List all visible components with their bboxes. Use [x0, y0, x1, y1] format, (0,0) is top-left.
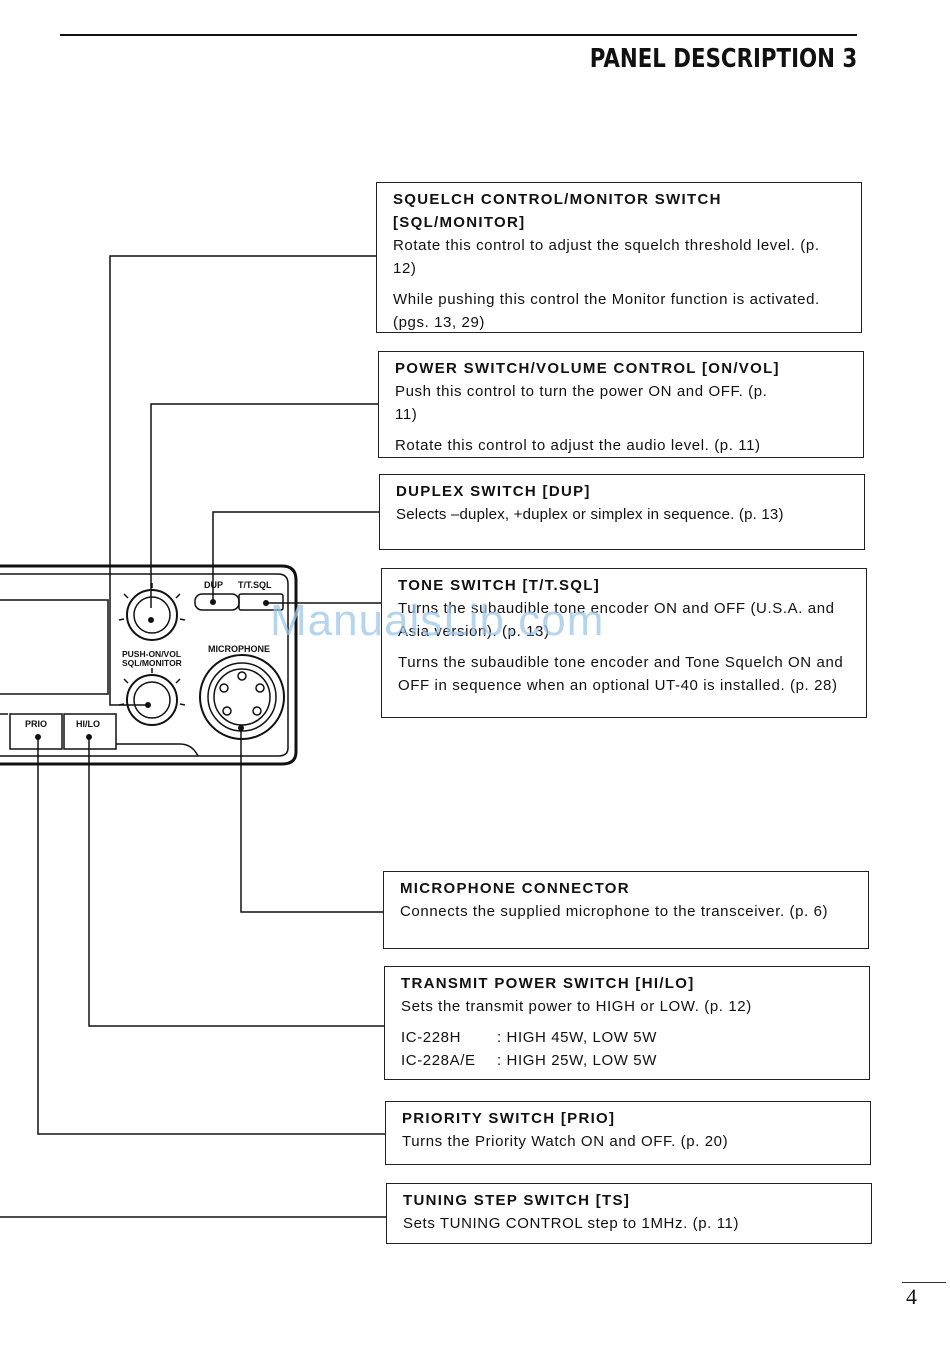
squelch-box: SQUELCH CONTROL/MONITOR SWITCH [SQL/MONI… [376, 182, 862, 333]
spec-row: IC-228H : HIGH 45W, LOW 5W [401, 1026, 855, 1049]
hilo-button-label: HI/LO [76, 719, 100, 729]
sql-monitor-label: SQL/MONITOR [122, 658, 182, 668]
dup-label: DUP [204, 580, 224, 590]
microphone-label: MICROPHONE [208, 644, 271, 654]
tuning-box: TUNING STEP SWITCH [TS] Sets TUNING CONT… [386, 1183, 872, 1244]
watermark: ManualsLib.com [270, 596, 605, 645]
top-rule [60, 34, 857, 36]
transmit-title: TRANSMIT POWER SWITCH [HI/LO] [401, 975, 695, 992]
tsql-label: T/T.SQL [238, 580, 272, 590]
duplex-box: DUPLEX SWITCH [DUP] Selects –duplex, +du… [379, 474, 865, 550]
power-text-1: Push this control to turn the power ON a… [395, 383, 768, 423]
prio-button-label: PRIO [25, 719, 48, 729]
microphone-box: MICROPHONE CONNECTOR Connects the suppli… [383, 871, 869, 949]
tone-text-2: Turns the subaudible tone encoder and To… [398, 654, 844, 694]
spec-model: IC-228H [401, 1029, 462, 1046]
power-box: POWER SWITCH/VOLUME CONTROL [ON/VOL] Pus… [378, 351, 864, 458]
priority-title: PRIORITY SWITCH [PRIO] [402, 1110, 616, 1127]
page-number: 4 [906, 1284, 917, 1309]
duplex-title: DUPLEX SWITCH [DUP] [396, 483, 591, 500]
page-title: PANEL DESCRIPTION 3 [589, 44, 857, 74]
microphone-title: MICROPHONE CONNECTOR [400, 880, 630, 897]
tone-text-1: Turns the subaudible tone encoder ON and… [398, 600, 835, 640]
power-text-2: Rotate this control to adjust the audio … [395, 437, 761, 454]
spec-value: : HIGH 25W, LOW 5W [497, 1052, 657, 1069]
tuning-title: TUNING STEP SWITCH [TS] [403, 1192, 631, 1209]
spec-row: IC-228A/E : HIGH 25W, LOW 5W [401, 1049, 855, 1072]
spec-value: : HIGH 45W, LOW 5W [497, 1029, 657, 1046]
spec-model: IC-228A/E [401, 1052, 476, 1069]
priority-text-1: Turns the Priority Watch ON and OFF. (p.… [402, 1133, 729, 1150]
duplex-text-1: Selects –duplex, +duplex or simplex in s… [396, 506, 784, 523]
tone-title: TONE SWITCH [T/T.SQL] [398, 577, 601, 594]
squelch-text-1: Rotate this control to adjust the squelc… [393, 237, 820, 277]
power-title: POWER SWITCH/VOLUME CONTROL [ON/VOL] [395, 360, 780, 377]
squelch-text-2: While pushing this control the Monitor f… [393, 291, 820, 331]
microphone-text-1: Connects the supplied microphone to the … [400, 903, 829, 920]
tuning-text-1: Sets TUNING CONTROL step to 1MHz. (p. 11… [403, 1215, 740, 1232]
push-on-vol-label: PUSH-ON/VOL [122, 649, 182, 659]
squelch-title: SQUELCH CONTROL/MONITOR SWITCH [SQL/MONI… [393, 191, 722, 231]
transmit-box: TRANSMIT POWER SWITCH [HI/LO] Sets the t… [384, 966, 870, 1080]
transmit-specs: IC-228H : HIGH 45W, LOW 5W IC-228A/E : H… [401, 1026, 855, 1072]
priority-box: PRIORITY SWITCH [PRIO] Turns the Priorit… [385, 1101, 871, 1165]
page-number-rule [902, 1282, 946, 1283]
transmit-text-1: Sets the transmit power to HIGH or LOW. … [401, 998, 752, 1015]
tone-box: TONE SWITCH [T/T.SQL] Turns the subaudib… [381, 568, 867, 718]
